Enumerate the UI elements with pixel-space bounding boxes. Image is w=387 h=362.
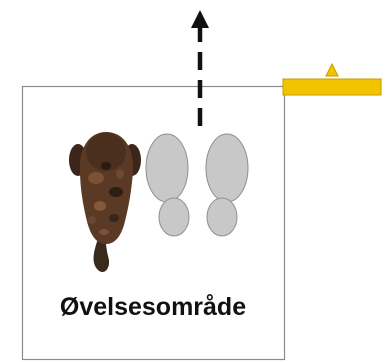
yellow-start-marker-icon bbox=[283, 64, 381, 95]
training-area-label: Øvelsesområde bbox=[22, 292, 284, 322]
